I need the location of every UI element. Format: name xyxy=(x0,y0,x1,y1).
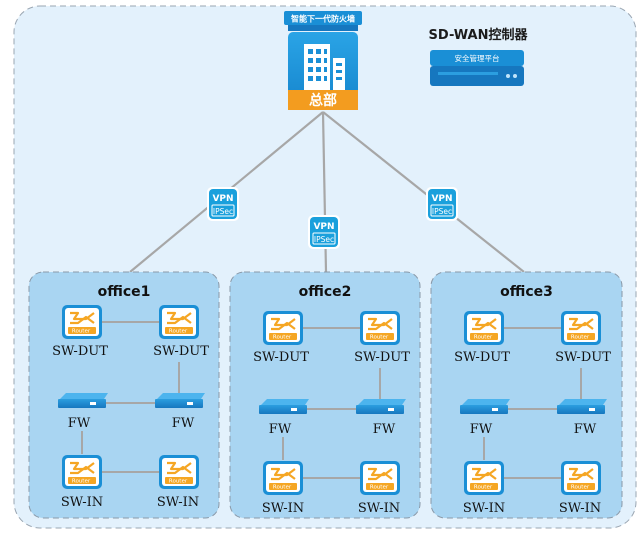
firewall-switch-icon xyxy=(557,399,607,414)
router-icon: Router xyxy=(263,461,303,495)
fw-label: FW xyxy=(172,416,195,431)
sw-dut-label: SW-DUT xyxy=(52,344,108,359)
firewall-switch-icon xyxy=(259,399,309,414)
router-icon: Router xyxy=(263,311,303,345)
office-name: office1 xyxy=(98,284,151,300)
router-text: Router xyxy=(169,329,188,335)
fw-label: FW xyxy=(373,422,396,437)
hq-firewall: 智能下一代防火墙 xyxy=(284,11,362,31)
router-icon: Router xyxy=(62,305,102,339)
router-icon: Router xyxy=(464,461,504,495)
router-text: Router xyxy=(273,335,292,341)
fw-label: FW xyxy=(68,416,91,431)
router-icon: Router xyxy=(62,455,102,489)
router-text: Router xyxy=(474,335,493,341)
wan-link-office3 xyxy=(322,111,525,273)
office-name: office2 xyxy=(299,284,352,300)
firewall-switch-icon xyxy=(356,399,406,414)
router-icon: Router xyxy=(360,311,400,345)
router-text: Router xyxy=(571,485,590,491)
headquarters-label: 总部 xyxy=(309,92,337,109)
router-text: Router xyxy=(571,335,590,341)
vpn-ipsec-badge-3: VPN IPSec xyxy=(426,187,458,221)
router-text: Router xyxy=(273,485,292,491)
firewall-switch-icon xyxy=(155,393,205,408)
router-icon: Router xyxy=(159,455,199,489)
router-text: Router xyxy=(72,479,91,485)
fw-label: FW xyxy=(269,422,292,437)
fw-label: FW xyxy=(574,422,597,437)
firewall-switch-icon xyxy=(58,393,108,408)
vpn-ipsec-badge-1: VPN IPSec xyxy=(207,187,239,221)
ipsec-label: IPSec xyxy=(213,207,233,216)
router-text: Router xyxy=(474,485,493,491)
ipsec-label: IPSec xyxy=(432,207,452,216)
sw-in-label: SW-IN xyxy=(559,501,601,516)
sw-dut-label: SW-DUT xyxy=(555,350,611,365)
router-text: Router xyxy=(370,485,389,491)
router-icon: Router xyxy=(561,461,601,495)
router-icon: Router xyxy=(159,305,199,339)
router-text: Router xyxy=(370,335,389,341)
fw-label: FW xyxy=(470,422,493,437)
office-name: office3 xyxy=(500,284,553,300)
sw-in-label: SW-IN xyxy=(61,495,103,510)
router-text: Router xyxy=(169,479,188,485)
vpn-label: VPN xyxy=(212,194,233,204)
sw-in-label: SW-IN xyxy=(262,501,304,516)
sw-in-label: SW-IN xyxy=(358,501,400,516)
vpn-label: VPN xyxy=(313,222,334,232)
firewall-switch-icon xyxy=(460,399,510,414)
headquarters-building-icon: 总部 xyxy=(288,32,358,110)
sw-dut-label: SW-DUT xyxy=(354,350,410,365)
ipsec-label: IPSec xyxy=(314,235,334,244)
sw-in-label: SW-IN xyxy=(157,495,199,510)
vpn-ipsec-badge-2: VPN IPSec xyxy=(308,215,340,249)
hq-firewall-banner: 智能下一代防火墙 xyxy=(291,14,355,24)
router-icon: Router xyxy=(561,311,601,345)
sw-dut-label: SW-DUT xyxy=(153,344,209,359)
sw-dut-label: SW-DUT xyxy=(253,350,309,365)
router-text: Router xyxy=(72,329,91,335)
controller-device-label: 安全管理平台 xyxy=(455,53,500,63)
sw-in-label: SW-IN xyxy=(463,501,505,516)
router-icon: Router xyxy=(360,461,400,495)
router-icon: Router xyxy=(464,311,504,345)
security-management-platform-icon: 安全管理平台 xyxy=(430,50,524,86)
vpn-label: VPN xyxy=(431,194,452,204)
sw-dut-label: SW-DUT xyxy=(454,350,510,365)
controller-title: SD-WAN控制器 xyxy=(429,27,529,43)
